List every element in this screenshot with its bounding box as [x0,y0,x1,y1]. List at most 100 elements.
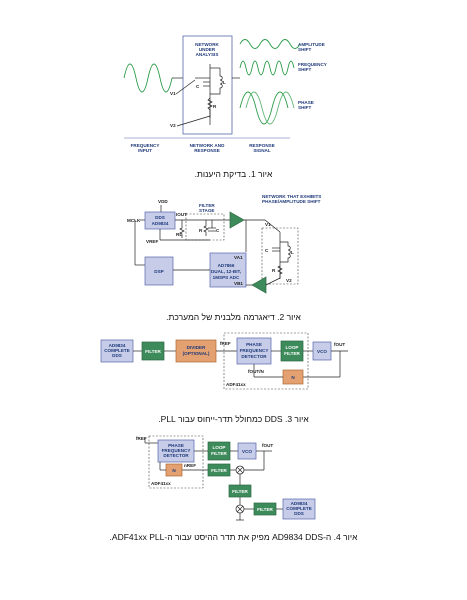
network-title-line1: NETWORK [195,42,219,47]
fig3-pfd-box [236,337,272,365]
fig4-pfd-line2: FREQUENCY [162,448,191,453]
fig4-loop-line2: FILTER [211,451,227,456]
iout-label: IOUT [176,212,187,217]
fig3-pfd-line3: DETECTOR [241,354,267,359]
filter-c-label: C [216,228,220,233]
va1-label: VA1 [234,255,243,260]
filter-r-label: R [199,228,203,233]
net-l-label: L [291,250,294,255]
fig4-filter-label-3: FILTER [257,507,273,512]
fig4-dds-line1: AD9834 [291,501,308,506]
capacitor-label: C [196,84,200,89]
phase-shift-label-1: PHASE [298,100,314,105]
fig3-vco-label: VCO [317,349,327,354]
fig3-adf41xx-label: ADF41xx [226,382,246,387]
figure-3-caption: איור 3. DDS כמחולל תדר-ייחוס עבור PLL. [158,414,309,424]
dsp-label: DSP [154,269,163,274]
frequency-shift-wave [239,60,295,76]
frequency-shift-label-1: FREQUENCY [298,62,327,67]
adc-line1: AD7866 [218,263,235,268]
rl-label: RL [176,232,182,237]
response-signal-label-2: SIGNAL [253,148,271,153]
adc-line2: DUAL, 12-BIT, [211,269,241,274]
frequency-input-label-1: FREQUENCY [131,143,160,148]
phase-shift-wave-b [245,91,295,125]
amplitude-shift-label-1: AMPLITUDE [298,42,325,47]
fig3-filter-label: FILTER [145,349,161,354]
adc-line3: 1MSPS ADC [213,275,240,280]
net-r-label: R [272,268,276,273]
fig3-loop-line2: FILTER [284,351,300,356]
v2-label: V2 [170,123,176,128]
network-title-line2: UNDER [199,47,216,52]
filter-stage-label-1: FILTER [199,203,215,208]
fig3-n-label: N [291,375,295,380]
fig3-dds-line3: DDS [112,353,122,358]
dds-box-line2: AD9834 [152,221,169,226]
dds-box-line1: DDS [155,215,165,220]
fig4-dds-line2: COMPLETE [286,506,312,511]
fig4-adf41xx-label: ADF41xx [151,481,171,486]
vb1-label: VB1 [234,281,243,286]
figure-2: VDD DDS AD9834 MCLK IOUT FILTER STAGE RL… [127,194,321,294]
network-exhibits-label-1: NETWORK THAT EXHIBITS [262,194,321,199]
figure-2-caption: איור 2. דיאגרמה מלבנית של המערכת. [166,312,301,322]
fig3-dds-line1: AD9834 [109,343,126,348]
network-title-line3: ANALYSIS [196,52,219,57]
fig3-dds-line2: COMPLETE [104,348,130,353]
amplitude-shift-wave [239,39,301,49]
frequency-shift-label-2: SHIFT [298,67,311,72]
inductor-label: L [223,80,226,85]
fig4-filter-label-1: FILTER [211,468,227,473]
resistor-label: R [213,104,217,109]
net-c-label: C [265,248,269,253]
network-response-label-2: RESPONSE [194,148,220,153]
frequency-input-label-2: INPUT [138,148,152,153]
phase-shift-label-2: SHIFT [298,105,311,110]
dsp-box [144,256,174,286]
fig4-n-label: N [172,468,176,473]
network-exhibits-label-2: PHASE/AMPLITUDE SHIFT [262,199,321,204]
figure-4: fREF ADF41xx PHASE FREQUENCY DETECTOR LO… [136,435,316,521]
fig4-ad9834-dds-box [282,498,316,520]
mclk-label: MCLK [127,218,141,223]
adf41xx-dashed-region-3 [223,332,309,390]
divider-line2: (OPTIONAL) [183,351,210,356]
fig4-filter-label-2: FILTER [232,489,248,494]
buffer-amp-1 [229,211,245,229]
fig4-fout-label: fOUT [262,443,273,448]
fig4-vco-label: VCO [242,449,252,454]
fig3-pfd-line2: FREQUENCY [240,348,269,353]
fig4-dds-line3: DDS [294,511,304,516]
vdd-label: VDD [158,199,168,204]
filter-stage-label-2: STAGE [199,208,214,213]
fig4-fref-label: fREF [136,436,147,441]
network-under-analysis-box [182,35,233,135]
amplitude-shift-label-2: SHIFT [298,47,311,52]
figure-1: NETWORK UNDER ANALYSIS C L R V1 V2 AMPLI… [123,35,327,153]
fig3-pfd-line1: PHASE [246,342,262,347]
input-sine-wave [123,63,173,93]
v1-label: V1 [170,91,176,96]
fig4-pfd-line1: PHASE [168,443,184,448]
response-signal-label-1: RESPONSE [249,143,275,148]
fig4-nref-label: nREF [184,463,196,468]
network-response-label-1: NETWORK AND [190,143,225,148]
net-v1-label: V1 [265,222,271,227]
figure-3: AD9834 COMPLETE DDS FILTER DIVIDER (OPTI… [100,332,348,390]
net-v2-label: V2 [286,278,292,283]
buffer-amp-2 [251,276,267,294]
fig3-loop-line1: LOOP [285,345,298,350]
adf41xx-dashed-region-4 [148,435,204,489]
phase-shift-wave-a [239,91,289,125]
fig4-pfd-line3: DETECTOR [163,453,189,458]
fig3-foutn-label: fOUT/N [248,369,265,374]
fig4-loop-line1: LOOP [212,445,225,450]
figure-1-caption: איור 1. בדיקת היענות. [194,169,273,179]
figure-4-caption: איור 4. ה-AD9834 DDS מפיק את תדר ההיסט ע… [109,532,358,542]
vref-label: VREF [146,239,158,244]
fig3-fout-label: fOUT [334,342,345,347]
fig3-fref-label: fREF [220,341,231,346]
divider-line1: DIVIDER [187,345,206,350]
